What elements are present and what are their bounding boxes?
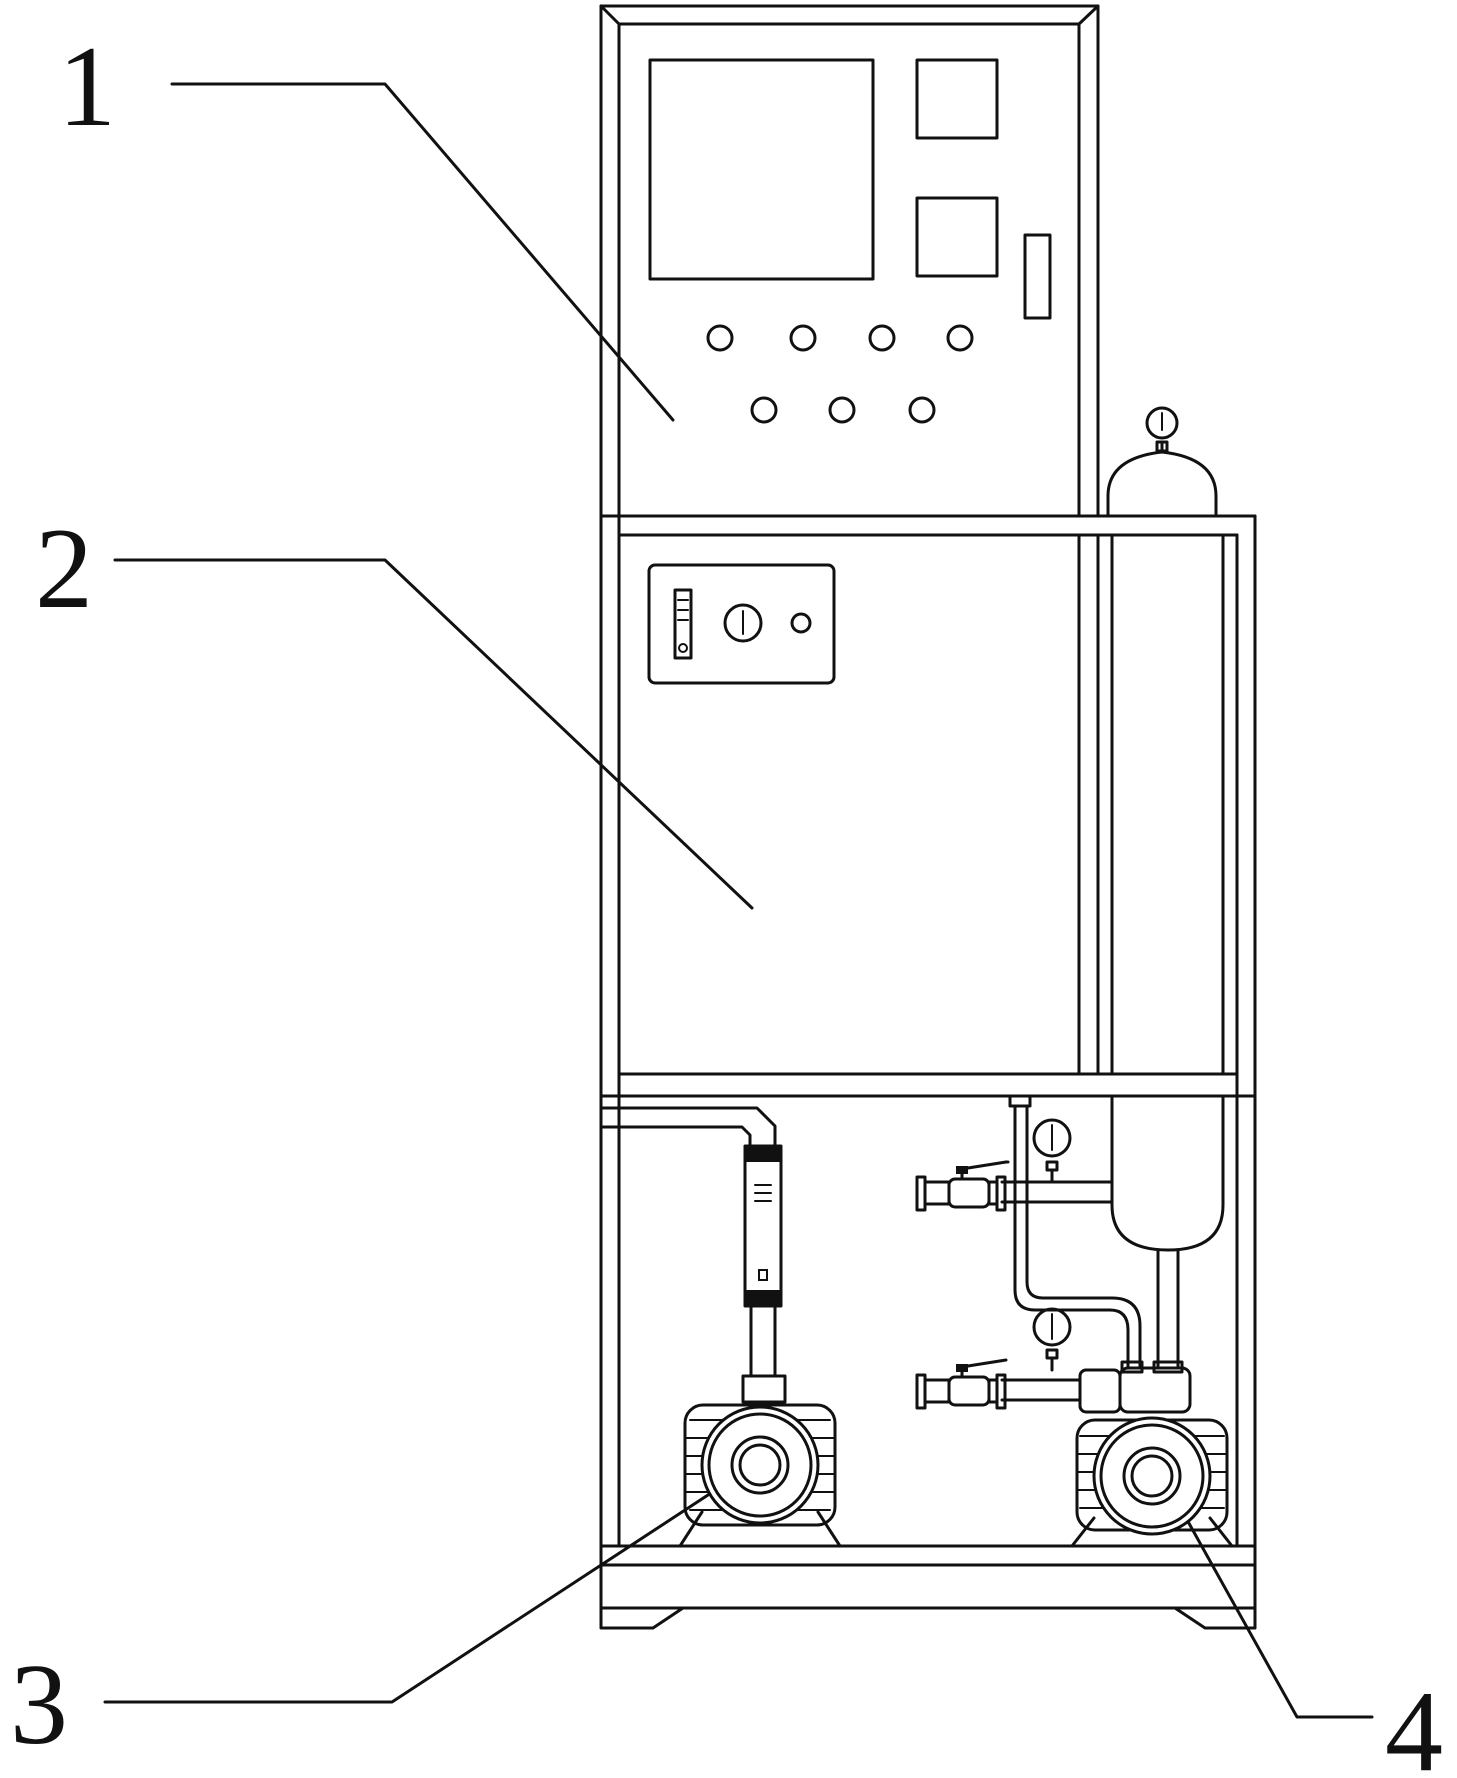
- callout-1-label: 1: [58, 23, 116, 151]
- main-display-screen: [648, 58, 875, 281]
- panel-button: [789, 324, 817, 352]
- panel-button: [946, 324, 974, 352]
- pump-shaft: [1130, 1454, 1174, 1498]
- callout-4-label: 4: [1385, 1668, 1443, 1778]
- control-cabinet: [599, 4, 1100, 518]
- panel-button: [868, 324, 896, 352]
- pump-housing: [1092, 1416, 1212, 1536]
- ball-valve-lower: [915, 1358, 1008, 1410]
- pressure-gauge-icon: [723, 603, 763, 643]
- meter-window-upper: [915, 58, 999, 140]
- callout-2-label: 2: [35, 505, 93, 633]
- meter-window-lower: [915, 196, 999, 278]
- callout-4-leader: [1150, 1455, 1374, 1719]
- pressure-gauge-icon: [1032, 1307, 1072, 1347]
- left-pump-assembly: [599, 1106, 842, 1548]
- callout-3-label: 3: [10, 1641, 68, 1769]
- pressure-gauge-icon: [1145, 406, 1179, 440]
- pump-shaft: [738, 1443, 782, 1487]
- pump-housing: [700, 1405, 820, 1525]
- indicator-light: [790, 612, 812, 634]
- callout-2-leader: [113, 558, 754, 910]
- instrument-panel: [647, 563, 836, 685]
- ball-valve-upper: [915, 1160, 1010, 1212]
- pressure-gauge-icon: [1032, 1118, 1072, 1158]
- callout-3-leader: [103, 1455, 768, 1704]
- side-tank: [1096, 533, 1239, 1076]
- flowmeter-small-icon: [673, 588, 693, 660]
- right-pump-assembly: [915, 1094, 1234, 1548]
- panel-button: [908, 396, 936, 424]
- top-tank: [1106, 406, 1218, 518]
- panel-button: [828, 396, 856, 424]
- flowmeter-icon: [743, 1144, 783, 1308]
- panel-button: [706, 324, 734, 352]
- panel-button: [750, 396, 778, 424]
- callout-1-leader: [170, 82, 675, 422]
- process-cabinet: [617, 533, 1081, 1076]
- indicator-slot: [1023, 233, 1052, 320]
